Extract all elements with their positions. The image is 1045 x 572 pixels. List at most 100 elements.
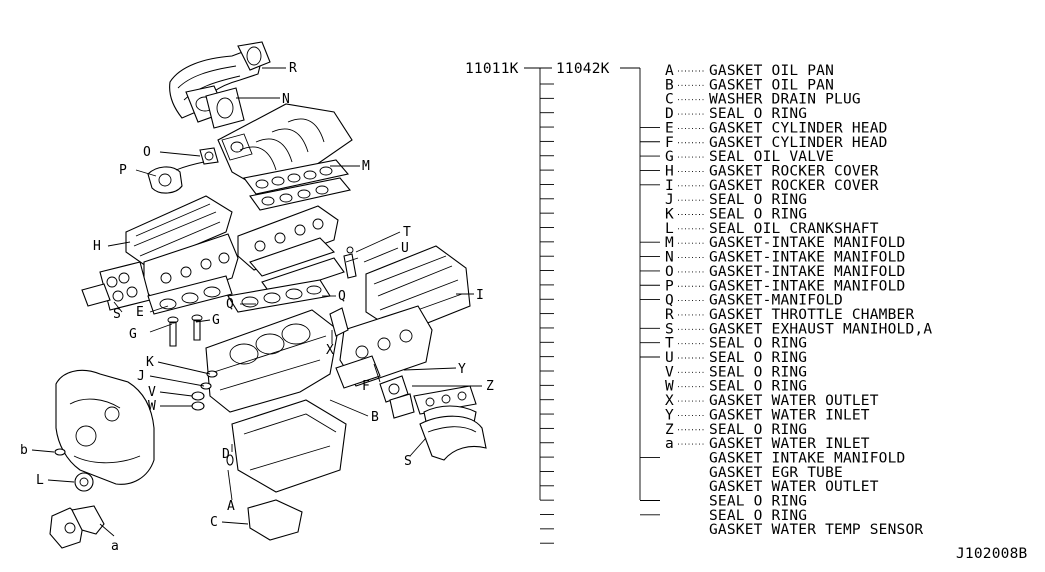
part-description: GASKET INTAKE MANIFOLD bbox=[709, 450, 905, 466]
callout-label: K bbox=[146, 355, 154, 370]
callout-label: Q bbox=[338, 289, 346, 304]
part-code: F bbox=[665, 135, 674, 151]
callout-label: V bbox=[148, 385, 156, 400]
tree-ticks bbox=[540, 83, 660, 544]
callout-leaders bbox=[31, 67, 482, 537]
part-description: SEAL O RING bbox=[709, 106, 807, 122]
callout-label: H bbox=[93, 239, 101, 254]
part-code: D bbox=[665, 106, 674, 122]
part-description: SEAL O RING bbox=[709, 350, 807, 366]
part-code: I bbox=[665, 178, 674, 194]
part-code: Z bbox=[665, 422, 674, 438]
water-outlet-illustration bbox=[329, 246, 359, 337]
intake-manifold-illustration bbox=[217, 103, 353, 187]
part-code: H bbox=[665, 163, 674, 179]
callout-label: Z bbox=[486, 379, 494, 394]
cylinder-head-right-illustration bbox=[237, 205, 345, 297]
part-description: SEAL O RING bbox=[709, 192, 807, 208]
part-code: V bbox=[665, 364, 674, 380]
part-description: SEAL OIL VALVE bbox=[709, 149, 834, 165]
part-code: M bbox=[665, 235, 674, 251]
part-description: GASKET EXHAUST MANIHOLD,A bbox=[709, 321, 932, 337]
rocker-cover-i-illustration bbox=[365, 245, 471, 335]
part-description: SEAL O RING bbox=[709, 508, 807, 524]
callout-label: N bbox=[282, 92, 290, 107]
part-code: S bbox=[665, 321, 674, 337]
part-description: GASKET-MANIFOLD bbox=[709, 293, 843, 309]
part-description: GASKET WATER INLET bbox=[709, 407, 870, 423]
rocker-cover-h-illustration bbox=[125, 195, 233, 267]
callout-label: I bbox=[476, 288, 484, 303]
part-description: GASKET OIL PAN bbox=[709, 63, 834, 79]
callout-label: J bbox=[137, 369, 145, 384]
part-code: E bbox=[665, 120, 674, 136]
cylinder-block-illustration bbox=[205, 309, 339, 413]
callout-label: C bbox=[210, 515, 218, 530]
callout-label: G bbox=[212, 313, 220, 328]
engine-exploded-view bbox=[49, 41, 487, 549]
part-code: Q bbox=[665, 293, 674, 309]
part-description: GASKET EGR TUBE bbox=[709, 465, 843, 481]
gasket-m-illustration bbox=[243, 159, 352, 211]
part-code: O bbox=[665, 264, 674, 280]
part-description: GASKET OIL PAN bbox=[709, 77, 834, 93]
part-description: GASKET WATER OUTLET bbox=[709, 393, 879, 409]
callout-label: P bbox=[119, 163, 127, 178]
part-code: R bbox=[665, 307, 674, 323]
part-number-tree: 11011K 11042K A GASKET OIL PAN B GASKET OIL… bbox=[465, 61, 932, 544]
part-description: GASKET THROTTLE CHAMBER bbox=[709, 307, 914, 323]
part-description: GASKET ROCKER COVER bbox=[709, 178, 879, 194]
valve-seals-illustration bbox=[167, 314, 203, 347]
gasket-left-small-illustration bbox=[81, 261, 151, 311]
callout-label: O bbox=[143, 145, 151, 160]
part-description: SEAL O RING bbox=[709, 207, 807, 223]
exhaust-manifold-illustration bbox=[419, 415, 487, 461]
part-code: X bbox=[665, 393, 674, 409]
head-gasket-e-illustration bbox=[147, 275, 233, 315]
callout-label: F bbox=[362, 379, 370, 394]
part-code: P bbox=[665, 278, 674, 294]
callout-label: U bbox=[401, 241, 409, 256]
oil-pan-illustration bbox=[231, 399, 347, 541]
sub-part-number: 11042K bbox=[556, 61, 610, 77]
callout-label: Q bbox=[226, 297, 234, 312]
callout-label: T bbox=[403, 225, 411, 240]
part-description: GASKET-INTAKE MANIFOLD bbox=[709, 250, 905, 266]
part-description: GASKET-INTAKE MANIFOLD bbox=[709, 235, 905, 251]
part-description: SEAL O RING bbox=[709, 494, 807, 510]
part-code: a bbox=[665, 436, 674, 452]
part-code: W bbox=[665, 379, 674, 395]
callout-label: E bbox=[136, 305, 144, 320]
part-description: SEAL O RING bbox=[709, 379, 807, 395]
o-rings-illustration bbox=[54, 370, 234, 466]
part-description: GASKET-INTAKE MANIFOLD bbox=[709, 278, 905, 294]
callout-label: W bbox=[148, 399, 156, 414]
callout-label: S bbox=[404, 454, 412, 469]
gasket-n-illustration bbox=[205, 87, 245, 129]
gasket-o-p-illustration bbox=[147, 147, 219, 194]
main-part-number: 11011K bbox=[465, 61, 519, 77]
part-description: SEAL O RING bbox=[709, 422, 807, 438]
part-code: K bbox=[665, 207, 674, 223]
part-description: SEAL O RING bbox=[709, 336, 807, 352]
callout-label: b bbox=[20, 443, 28, 458]
callout-label: Y bbox=[458, 362, 466, 377]
callout-label: M bbox=[362, 159, 370, 174]
part-description: GASKET-INTAKE MANIFOLD bbox=[709, 264, 905, 280]
callout-label: D bbox=[222, 447, 230, 462]
parts-list: A GASKET OIL PAN B GASKET OIL PAN C WASHER DR… bbox=[665, 63, 932, 538]
front-cover-illustration bbox=[55, 369, 155, 485]
cylinder-head-right-lower-illustration bbox=[335, 305, 433, 389]
part-description: SEAL OIL CRANKSHAFT bbox=[709, 221, 879, 237]
part-description: GASKET WATER TEMP SENSOR bbox=[709, 522, 923, 538]
callout-label: A bbox=[227, 499, 235, 514]
part-code: A bbox=[665, 63, 674, 79]
part-description: WASHER DRAIN PLUG bbox=[709, 92, 861, 108]
callout-labels: R N O P M H T U E Q Q I S G G X K J V W … bbox=[20, 61, 494, 554]
part-description: SEAL O RING bbox=[709, 364, 807, 380]
part-code: B bbox=[665, 77, 674, 93]
part-code: C bbox=[665, 92, 674, 108]
callout-label: S bbox=[113, 307, 121, 322]
callout-label: L bbox=[36, 473, 44, 488]
part-code: G bbox=[665, 149, 674, 165]
